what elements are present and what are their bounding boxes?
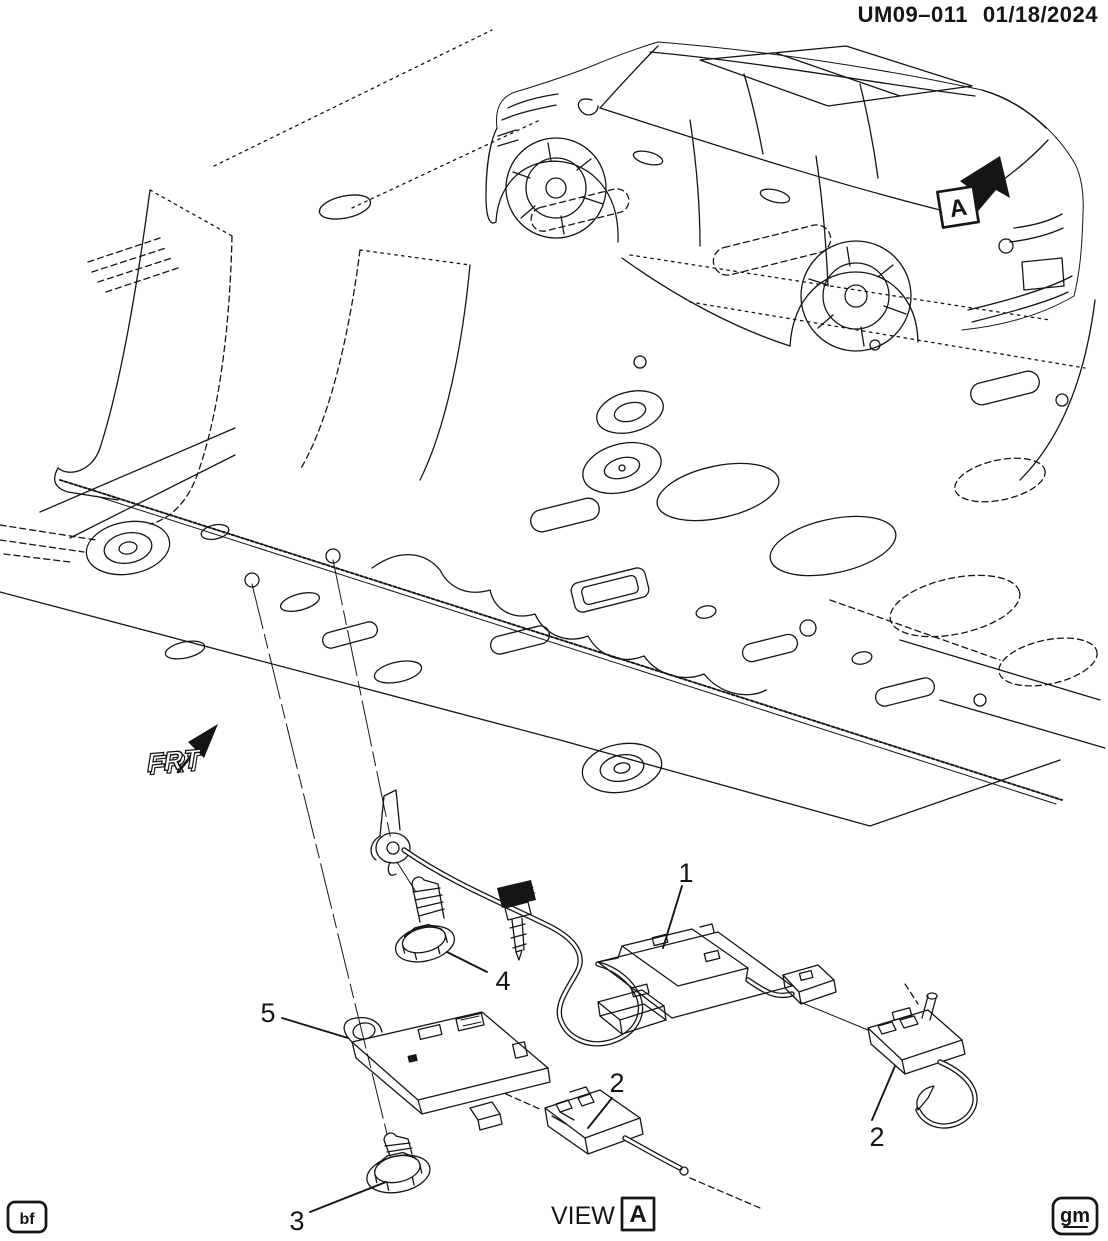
gm-logo-text: gm [1060,1205,1090,1227]
bolt-module [366,1132,431,1194]
footer: bf VIEW A gm [6,1196,1099,1236]
leader-bolt3-line [251,583,388,1135]
view-a-arrow: A [936,156,1010,229]
detail-marker-box [936,185,980,229]
callout-2-right: 2 [869,1122,884,1152]
doc-number: UM09–011 [858,2,968,27]
module-tab-hole [352,1022,376,1040]
harness-wire [401,847,795,1047]
mount-hole-bolt4 [325,548,341,564]
antenna-module [343,1011,551,1131]
frt-label: FRT [145,743,203,778]
callout-1: 1 [678,858,693,888]
frt-label-shadow: FRT [148,746,206,781]
document-header: UM09–011 01/18/2024 [858,2,1098,27]
gm-logo: gm [1051,1196,1099,1236]
connector-bottom [505,1086,761,1209]
callout-5: 5 [260,998,275,1028]
view-label: VIEW [551,1202,615,1230]
callout-labels: 1 4 5 2 2 3 [260,858,896,1236]
frt-direction-arrow: FRT FRT [144,724,218,781]
parts-illustrations [343,789,978,1209]
doc-date: 01/18/2024 [983,2,1098,27]
vehicle-illustration: A [485,41,1084,352]
rear-wheel [800,240,912,352]
mount-hole-bolt3 [244,572,260,588]
connector-right [799,983,978,1129]
footer-left-code-box: bf [6,1200,48,1234]
callout-4: 4 [495,966,510,996]
frt-arrow-icon [188,724,218,758]
view-letter: A [629,1201,646,1228]
footer-left-code: bf [19,1211,35,1228]
harness-module [597,923,837,1035]
underbody-illustration [0,29,1106,827]
front-wheel [505,137,607,239]
callout-3: 3 [289,1206,304,1236]
alignment-lines [251,559,417,1135]
view-caption: VIEW A [551,1196,656,1232]
leader-bolt4-line [332,559,392,841]
detail-marker-letter: A [948,194,969,223]
clip-head-icon [497,880,536,908]
ring-terminal [370,789,411,876]
bolt-ground [394,876,456,963]
callout-2-bottom: 2 [609,1068,624,1098]
wire-clip [497,880,536,961]
